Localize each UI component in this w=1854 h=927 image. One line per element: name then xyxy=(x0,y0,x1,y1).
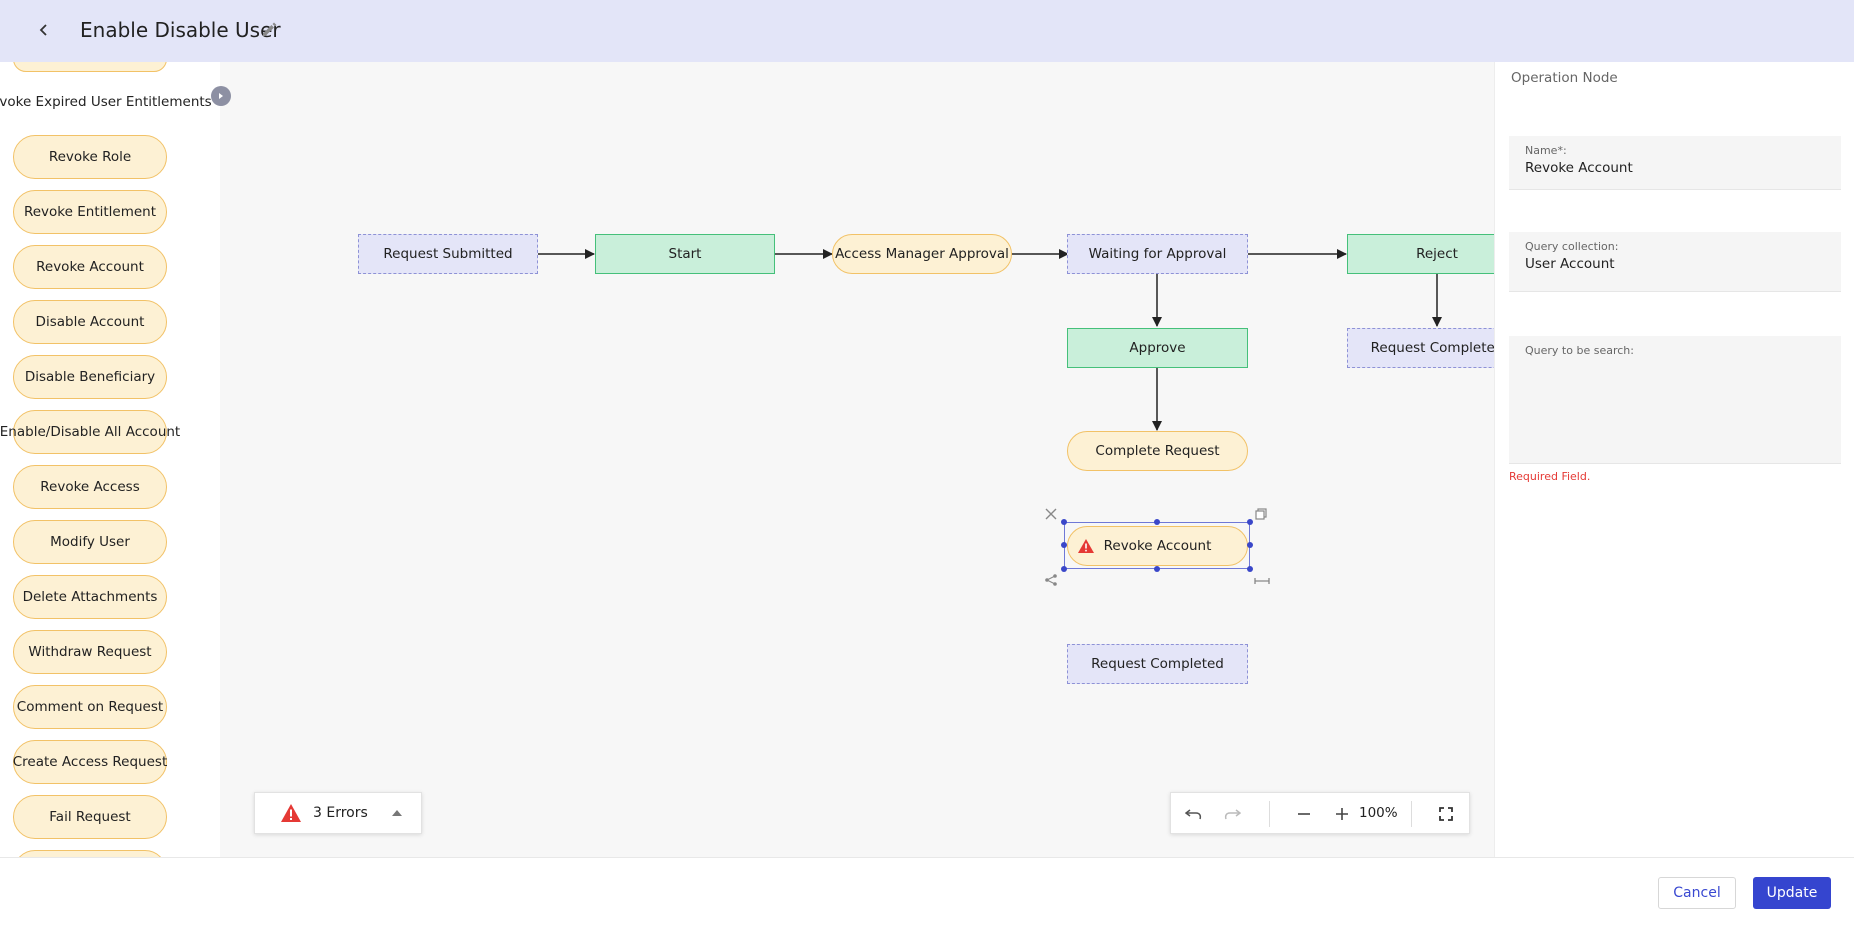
redo-icon xyxy=(1224,809,1241,820)
panel-title: Operation Node xyxy=(1511,70,1618,86)
resize-handle[interactable] xyxy=(1154,566,1160,572)
zoom-toolbar: 100% xyxy=(1170,792,1470,834)
required-field-error: Required Field. xyxy=(1509,470,1591,483)
query-search-label: Query to be search: xyxy=(1525,344,1634,357)
width-resize-icon[interactable] xyxy=(1254,576,1270,586)
palette-item[interactable]: Revoke Role xyxy=(13,135,167,179)
connect-node-icon[interactable] xyxy=(1044,573,1058,587)
resize-handle[interactable] xyxy=(1247,519,1253,525)
toolbar-divider xyxy=(1411,801,1412,827)
palette-item[interactable]: Fail Request xyxy=(13,795,167,839)
operation-palette: Revoke Expired User Entitlements Revoke … xyxy=(0,62,220,857)
update-button[interactable]: Update xyxy=(1753,877,1831,909)
node-reject[interactable]: Reject xyxy=(1347,234,1494,274)
palette-item[interactable]: Revoke Access xyxy=(13,465,167,509)
name-field[interactable]: Name*: Revoke Account xyxy=(1509,136,1841,190)
node-request-submitted[interactable]: Request Submitted xyxy=(358,234,538,274)
errors-count: 3 Errors xyxy=(313,805,368,821)
query-collection-label: Query collection: xyxy=(1525,240,1619,253)
resize-handle[interactable] xyxy=(1061,542,1067,548)
collapse-palette-button[interactable] xyxy=(211,86,231,106)
chevron-left-icon xyxy=(39,24,47,36)
caret-up-icon[interactable] xyxy=(391,810,402,816)
resize-handle[interactable] xyxy=(1061,519,1067,525)
fullscreen-icon xyxy=(1439,807,1453,821)
palette-item-partial[interactable] xyxy=(13,62,167,72)
node-complete-request[interactable]: Complete Request xyxy=(1067,431,1248,471)
edit-title-button[interactable] xyxy=(260,19,282,41)
undo-icon xyxy=(1185,809,1202,820)
caret-right-icon xyxy=(219,93,223,99)
delete-node-icon[interactable] xyxy=(1044,507,1058,521)
properties-panel: Operation Node Name*: Revoke Account Que… xyxy=(1494,62,1854,857)
resize-handle[interactable] xyxy=(1154,519,1160,525)
resize-handle[interactable] xyxy=(1061,566,1067,572)
duplicate-node-icon[interactable] xyxy=(1254,507,1268,521)
node-request-completed-2[interactable]: Request Completed xyxy=(1067,644,1248,684)
plus-icon xyxy=(1336,808,1348,820)
back-button[interactable] xyxy=(30,16,58,44)
redo-button[interactable] xyxy=(1219,801,1245,827)
query-search-field[interactable]: Query to be search: xyxy=(1509,336,1841,464)
palette-item[interactable]: Create Access Request xyxy=(13,740,167,784)
palette-item[interactable]: Revoke Expired User Entitlements xyxy=(0,94,212,110)
node-start[interactable]: Start xyxy=(595,234,775,274)
toolbar-divider xyxy=(1269,801,1270,827)
footer-bar: Cancel Update xyxy=(0,857,1854,927)
header-bar: Enable Disable User xyxy=(0,0,1854,62)
minus-icon xyxy=(1298,813,1310,815)
palette-item[interactable]: Revoke Account xyxy=(13,245,167,289)
zoom-in-button[interactable] xyxy=(1329,801,1355,827)
warning-icon xyxy=(281,804,301,822)
query-collection-value: User Account xyxy=(1525,256,1615,272)
workflow-canvas[interactable]: Request Submitted Start Access Manager A… xyxy=(220,62,1494,857)
palette-item[interactable]: Disable Account xyxy=(13,300,167,344)
undo-button[interactable] xyxy=(1181,801,1207,827)
node-approve[interactable]: Approve xyxy=(1067,328,1248,368)
node-access-manager-approval[interactable]: Access Manager Approval xyxy=(832,234,1012,274)
resize-handle[interactable] xyxy=(1247,542,1253,548)
zoom-out-button[interactable] xyxy=(1291,801,1317,827)
name-label: Name*: xyxy=(1525,144,1567,157)
palette-item[interactable]: Revoke Entitlement xyxy=(13,190,167,234)
query-collection-field[interactable]: Query collection: User Account xyxy=(1509,232,1841,292)
node-waiting-for-approval[interactable]: Waiting for Approval xyxy=(1067,234,1248,274)
cancel-button[interactable]: Cancel xyxy=(1658,877,1736,909)
fullscreen-button[interactable] xyxy=(1433,801,1459,827)
palette-item[interactable]: Enable/Disable All Account xyxy=(0,410,180,454)
page-title: Enable Disable User xyxy=(80,18,281,42)
palette-item-partial[interactable] xyxy=(13,850,167,857)
pencil-icon xyxy=(263,22,277,36)
name-value: Revoke Account xyxy=(1525,160,1633,176)
palette-item[interactable]: Disable Beneficiary xyxy=(13,355,167,399)
palette-item[interactable]: Comment on Request xyxy=(13,685,167,729)
edge-layer xyxy=(538,249,1442,431)
palette-item[interactable]: Delete Attachments xyxy=(13,575,167,619)
palette-item[interactable]: Withdraw Request xyxy=(13,630,167,674)
palette-item[interactable]: Modify User xyxy=(13,520,167,564)
errors-panel[interactable]: 3 Errors xyxy=(254,792,422,834)
node-request-completed[interactable]: Request Completed xyxy=(1347,328,1494,368)
zoom-level: 100% xyxy=(1359,805,1398,821)
resize-handle[interactable] xyxy=(1247,566,1253,572)
node-revoke-account-label: Revoke Account xyxy=(1103,538,1212,554)
warning-icon xyxy=(1078,539,1094,553)
node-revoke-account[interactable]: Revoke Account xyxy=(1067,526,1248,566)
